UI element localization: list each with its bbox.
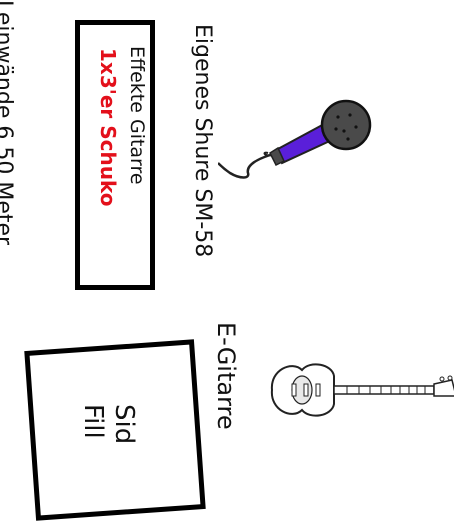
side-box-text-line2: Fill bbox=[78, 404, 108, 439]
schuko-label: 1x3'er Schuko bbox=[96, 48, 120, 207]
label-e-gitarre: E-Gitarre bbox=[212, 322, 240, 430]
label-shure-sm58: Eigenes Shure SM-58 bbox=[190, 24, 215, 257]
microphone-icon bbox=[218, 95, 388, 205]
side-box-text-line1: Sid bbox=[109, 404, 139, 444]
electric-guitar-icon bbox=[262, 350, 454, 430]
label-leinwaende: Leinwände 6,50 Meter. bbox=[0, 0, 16, 250]
effekte-gitarre-label: Effekte Gitarre bbox=[126, 46, 148, 185]
